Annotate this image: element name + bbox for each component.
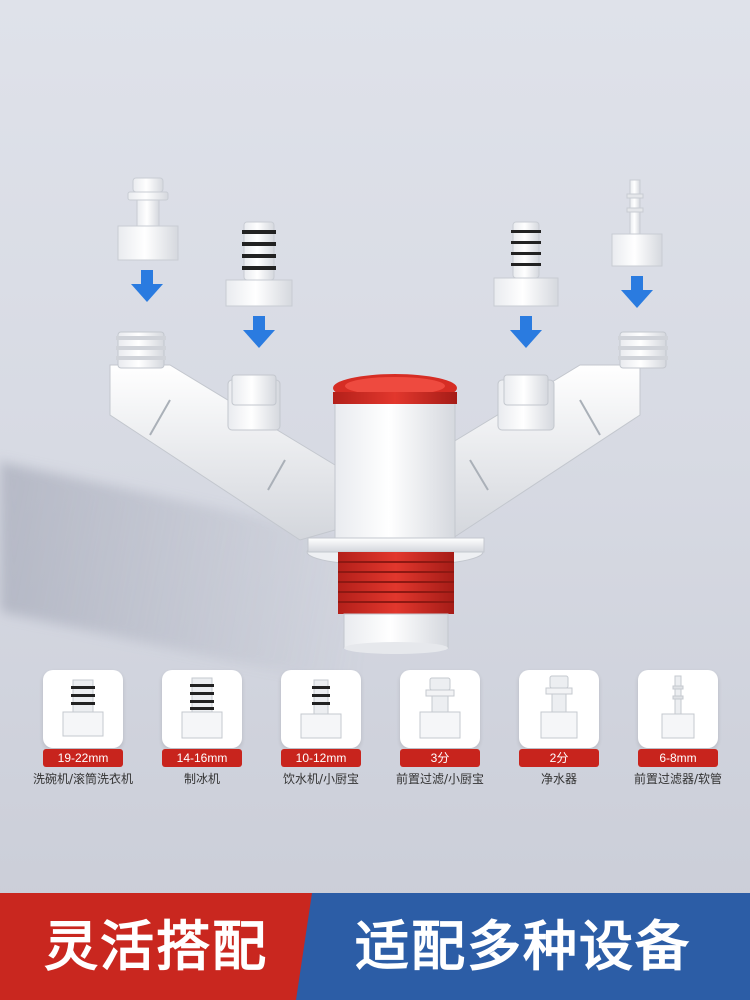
fitting-use-label: 净水器	[540, 772, 577, 786]
quick-connect-icon	[540, 675, 578, 739]
fitting-image	[43, 670, 123, 748]
fitting-card[interactable]: 10-12mm 饮水机/小厨宝	[281, 670, 361, 786]
fitting-image	[519, 670, 599, 748]
quick-connect-icon	[419, 677, 461, 739]
fitting-size-badge: 2分	[519, 749, 599, 767]
barbed-hose-nut-icon	[181, 677, 223, 739]
pagoda-nozzle-icon	[661, 675, 695, 739]
barbed-fitting-left	[225, 221, 293, 307]
banner-right-slogan: 适配多种设备	[296, 893, 750, 1000]
arrow-down-icons	[131, 270, 653, 348]
arrow-down-icon	[621, 276, 653, 308]
fitting-cards: 19-22mm 洗碗机/滚筒洗衣机 14-16mm 制冰机	[33, 670, 722, 790]
pagoda-fitting-right	[611, 179, 663, 267]
fitting-image	[400, 670, 480, 748]
fitting-card[interactable]: 14-16mm 制冰机	[162, 670, 242, 786]
fitting-image	[638, 670, 718, 748]
quick-connect-fitting-left	[117, 177, 179, 261]
fitting-size-badge: 3分	[400, 749, 480, 767]
fitting-size-badge: 19-22mm	[43, 749, 123, 767]
fitting-use-label: 前置过滤/小厨宝	[395, 772, 485, 786]
barbed-hose-nut-icon	[300, 679, 342, 739]
fitting-use-label: 制冰机	[183, 772, 220, 786]
manifold-left-arm	[109, 331, 336, 541]
fitting-card[interactable]: 3分 前置过滤/小厨宝	[396, 670, 484, 786]
barbed-hose-nut-icon	[62, 679, 104, 737]
arrow-down-icon	[131, 270, 163, 302]
fitting-size-badge: 14-16mm	[162, 749, 242, 767]
fitting-image	[162, 670, 242, 748]
manifold-center-body	[306, 374, 485, 654]
fitting-size-badge: 10-12mm	[281, 749, 361, 767]
manifold-product-illustration	[109, 177, 668, 654]
fitting-use-label: 饮水机/小厨宝	[282, 772, 360, 786]
fitting-card[interactable]: 6-8mm 前置过滤器/软管	[634, 670, 722, 786]
arrow-down-icon	[510, 316, 542, 348]
bottom-banner: 灵活搭配 适配多种设备	[0, 893, 750, 1000]
fitting-use-label: 前置过滤器/软管	[633, 772, 723, 786]
manifold-right-arm	[414, 331, 668, 541]
arrow-down-icon	[243, 316, 275, 348]
fitting-size-badge: 6-8mm	[638, 749, 718, 767]
fitting-use-label: 洗碗机/滚筒洗衣机	[32, 772, 134, 786]
fitting-card[interactable]: 19-22mm 洗碗机/滚筒洗衣机	[33, 670, 133, 786]
fitting-image	[281, 670, 361, 748]
barbed-fitting-right	[493, 221, 559, 307]
fitting-card[interactable]: 2分 净水器	[519, 670, 599, 786]
banner-left-slogan: 灵活搭配	[0, 893, 312, 1000]
